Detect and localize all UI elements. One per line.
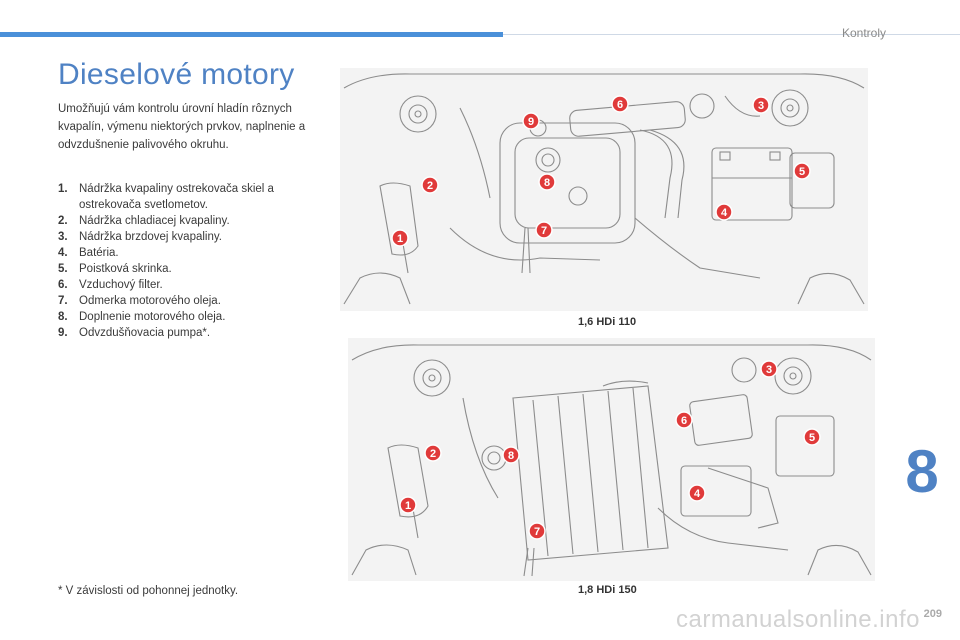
marker-8-circle (538, 173, 556, 191)
marker-2-label: 2 (427, 180, 433, 192)
marker-6-label: 6 (681, 415, 687, 427)
marker-9-label: 9 (528, 116, 534, 128)
marker-7: 7 (528, 522, 546, 540)
marker-5-circle (803, 428, 821, 446)
legend-text: Vzduchový filter. (79, 279, 163, 291)
legend-item: 7. Odmerka motorového oleja. (58, 293, 308, 309)
marker-3-label: 3 (766, 364, 772, 376)
marker-8-circle (502, 446, 520, 464)
intro-paragraph: Umožňujú vám kontrolu úrovní hladín rôzn… (58, 103, 306, 151)
marker-2: 2 (424, 444, 442, 462)
chapter-title: Kontroly (841, 26, 886, 40)
diagram-caption-1-6-hdi: 1,6 HDi 110 (578, 316, 637, 328)
legend-text: Odvzdušňovacia pumpa*. (79, 327, 211, 339)
marker-4-label: 4 (721, 207, 728, 219)
footnote: * V závislosti od pohonnej jednotky. (58, 585, 239, 597)
legend-item: 8. Doplnenie motorového oleja. (58, 309, 308, 325)
watermark: carmanualsonline.info (676, 606, 920, 633)
marker-4-circle (715, 203, 733, 221)
marker-9-circle (522, 112, 540, 130)
marker-2-label: 2 (430, 448, 436, 460)
marker-1: 1 (399, 496, 417, 514)
marker-7: 7 (535, 221, 553, 239)
marker-2: 2 (421, 176, 439, 194)
marker-8-label: 8 (544, 177, 550, 189)
marker-6: 6 (675, 411, 693, 429)
marker-7-circle (535, 221, 553, 239)
marker-5-label: 5 (799, 166, 805, 178)
marker-7-circle (528, 522, 546, 540)
legend-text: Nádržka chladiacej kvapaliny. (79, 215, 230, 227)
marker-1-label: 1 (397, 233, 403, 245)
marker-2-circle (421, 176, 439, 194)
marker-8: 8 (502, 446, 520, 464)
marker-5-circle (793, 162, 811, 180)
engine-diagram-1-8-hdi: 1 2 3 4 5 6 7 8 (348, 338, 875, 581)
marker-3-label: 3 (758, 100, 764, 112)
marker-8: 8 (538, 173, 556, 191)
legend-item: 4. Batéria. (58, 245, 308, 261)
page-title: Dieselové motory (58, 58, 295, 91)
legend-number: 4. (58, 247, 68, 259)
legend-number: 3. (58, 231, 68, 243)
legend-item: 1. Nádržka kvapaliny ostrekovača skiel a … (58, 181, 308, 213)
marker-5: 5 (793, 162, 811, 180)
marker-6-label: 6 (617, 99, 623, 111)
legend-number: 5. (58, 263, 68, 275)
component-markers: 1 2 3 4 5 6 7 8 (399, 360, 821, 540)
engine-bay-illustration: 1 2 3 4 5 6 7 8 (351, 344, 872, 577)
legend-item: 6. Vzduchový filter. (58, 277, 308, 293)
component-markers: 1 2 3 4 5 6 7 8 9 (391, 95, 811, 247)
legend-text: Nádržka kvapaliny ostrekovača skiel a os… (79, 183, 274, 211)
legend-number: 2. (58, 215, 68, 227)
marker-1-circle (399, 496, 417, 514)
marker-4-label: 4 (694, 488, 701, 500)
marker-6-circle (675, 411, 693, 429)
legend-number: 7. (58, 295, 68, 307)
marker-5-label: 5 (809, 432, 815, 444)
engine-diagram-1-6-hdi: 1 2 3 4 5 6 7 8 9 (340, 68, 868, 311)
legend-item: 5. Poistková skrinka. (58, 261, 308, 277)
marker-1: 1 (391, 229, 409, 247)
legend-text: Odmerka motorového oleja. (79, 295, 221, 307)
legend-text: Batéria. (79, 247, 119, 259)
page-number: 209 (923, 608, 942, 620)
marker-1-circle (391, 229, 409, 247)
legend-item: 3. Nádržka brzdovej kvapaliny. (58, 229, 308, 245)
marker-6: 6 (611, 95, 629, 113)
legend-text: Nádržka brzdovej kvapaliny. (79, 231, 222, 243)
marker-9: 9 (522, 112, 540, 130)
legend-number: 9. (58, 327, 68, 339)
legend-item: 2. Nádržka chladiacej kvapaliny. (58, 213, 308, 229)
marker-7-label: 7 (534, 526, 540, 538)
chapter-number: 8 (905, 438, 939, 505)
legend-number: 1. (58, 183, 68, 195)
legend-text: Poistková skrinka. (79, 263, 172, 275)
marker-5: 5 (803, 428, 821, 446)
legend-number: 8. (58, 311, 68, 323)
header-rule (503, 34, 960, 35)
marker-3-circle (760, 360, 778, 378)
legend-number: 6. (58, 279, 68, 291)
engine-bay-illustration: 1 2 3 4 5 6 7 8 9 (343, 73, 865, 305)
marker-2-circle (424, 444, 442, 462)
legend-text: Doplnenie motorového oleja. (79, 311, 226, 323)
diagram-caption-1-8-hdi: 1,8 HDi 150 (578, 584, 637, 596)
marker-3-circle (752, 96, 770, 114)
marker-3: 3 (752, 96, 770, 114)
component-legend: 1. Nádržka kvapaliny ostrekovača skiel a … (58, 181, 308, 341)
marker-1-label: 1 (405, 500, 411, 512)
header-accent-bar (0, 32, 503, 37)
marker-4: 4 (715, 203, 733, 221)
marker-4-circle (688, 484, 706, 502)
marker-7-label: 7 (541, 225, 547, 237)
marker-6-circle (611, 95, 629, 113)
marker-4: 4 (688, 484, 706, 502)
marker-3: 3 (760, 360, 778, 378)
marker-8-label: 8 (508, 450, 514, 462)
legend-item: 9. Odvzdušňovacia pumpa*. (58, 325, 308, 341)
